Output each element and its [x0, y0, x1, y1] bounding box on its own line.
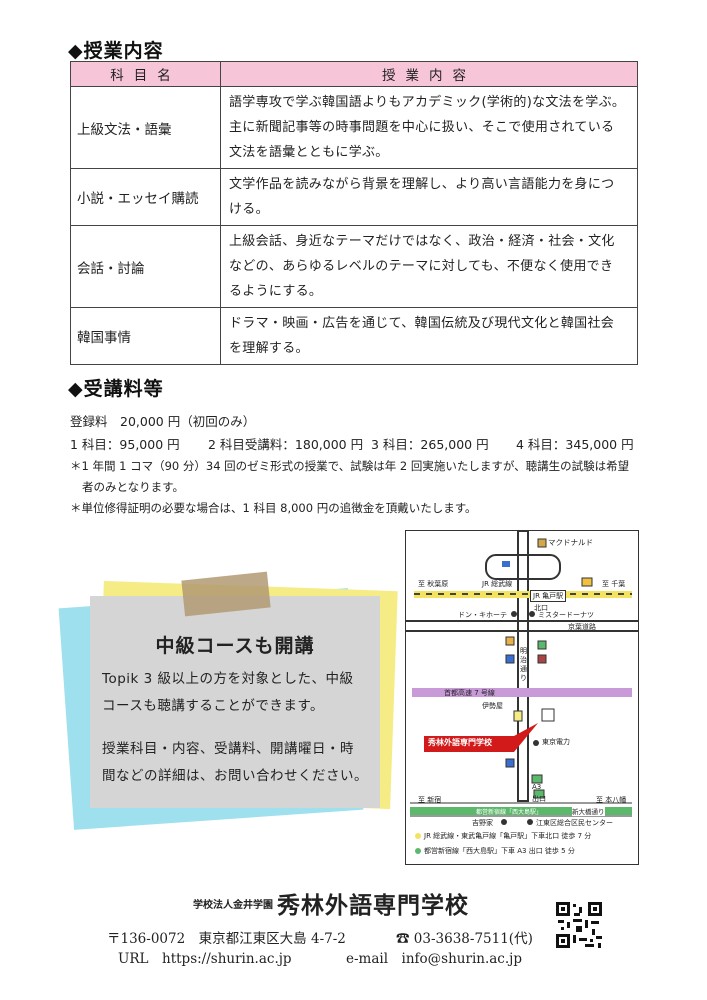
access-map: マクドナルド 至 秋葉原 至 千葉 JR 総武線 JR 亀戸駅 北口 ドン・キホ… [405, 530, 639, 865]
note-line: ＊1 年間 1 コマ（90 分）34 回のゼミ形式の授業で、試験は年 2 回実施… [70, 459, 630, 473]
toei-station-label: 都営新宿線「西大島駅」 [476, 809, 543, 816]
content-line: 上級会話、身近なテーマだけではなく、政治・経済・社会・文化 [229, 234, 615, 249]
shinjuku-label: 至 新宿 [418, 796, 442, 804]
subject-cell: 上級文法・語彙 [70, 86, 221, 169]
donki-label: ドン・キホーテ [458, 611, 507, 619]
card-line: Topik 3 級以上の方を対象とした、中級 [102, 671, 354, 687]
intermediate-course-card: 中級コースも開講 Topik 3 級以上の方を対象とした、中級 コースも聴講する… [90, 596, 380, 808]
akihabara-label: 至 秋葉原 [418, 580, 449, 588]
card-paragraph-2: 授業科目・内容、受講料、開講曜日・時 間などの詳細は、お問い合わせください。 [102, 736, 377, 790]
content-line: ドラマ・映画・広告を通じて、韓国伝統及び現代文化と韓国社会 [229, 316, 615, 331]
meiji-dori-label: 明治通り [520, 647, 527, 682]
motoyawata-label: 至 本八幡 [596, 796, 627, 804]
course-table: 科目名 授業内容 上級文法・語彙 語学専攻で学ぶ韓国語よりもアカデミック(学術的… [70, 61, 638, 365]
fee-notes: ＊1 年間 1 コマ（90 分）34 回のゼミ形式の授業で、試験は年 2 回実施… [70, 456, 650, 519]
telephone: ☎ 03-3638-7511(代) [396, 931, 533, 947]
exit-label: 出口 [532, 795, 546, 803]
subject-cell: 韓国事情 [70, 307, 221, 365]
isetan-label: 伊勢屋 [482, 702, 503, 710]
shin-ohashi-label: 新大橋通り [572, 806, 605, 816]
fee-item-1: 1 科目：95,000 円 [70, 437, 180, 452]
content-line: 語学専攻で学ぶ韓国語よりもアカデミック(学術的)な文法を学ぶ。 [229, 95, 626, 110]
table-row: 会話・討論 上級会話、身近なテーマだけではなく、政治・経済・社会・文化 などの、… [70, 225, 638, 308]
email-address[interactable]: e-mail info@shurin.ac.jp [346, 951, 522, 967]
fee-section-heading: ◆受講料等 [68, 378, 164, 400]
chiba-label: 至 千葉 [602, 580, 626, 588]
table-row: 上級文法・語彙 語学専攻で学ぶ韓国語よりもアカデミック(学術的)な文法を学ぶ。 … [70, 86, 638, 169]
card-title: 中級コースも開講 [155, 635, 315, 657]
table-row: 韓国事情 ドラマ・映画・広告を通じて、韓国伝統及び現代文化と韓国社会 を理解する… [70, 307, 638, 365]
fee-item-3: 3 科目：265,000 円 [371, 437, 489, 452]
content-line: などの、あらゆるレベルのテーマに対しても、不便なく使用でき [229, 259, 614, 274]
map-drawing [406, 531, 638, 854]
subject-cell: 小説・エッセイ購読 [70, 168, 221, 226]
jr-kameido-label: JR 亀戸駅 [530, 590, 567, 602]
jr-sobu-label: JR 総武線 [482, 580, 513, 588]
mcdonalds-label: マクドナルド [548, 538, 593, 547]
card-line: 授業科目・内容、受講料、開講曜日・時 [102, 741, 354, 757]
yoshinoya-label: 吉野家 [472, 819, 493, 827]
content-cell: 上級会話、身近なテーマだけではなく、政治・経済・社会・文化 などの、あらゆるレベ… [220, 225, 638, 308]
website-url[interactable]: URL https://shurin.ac.jp [118, 951, 292, 967]
shuto-label: 首都高速 7 号線 [444, 689, 495, 697]
access-toei: 都営新宿線「西大島駅」下車 A3 出口 徒歩 5 分 [424, 847, 575, 855]
keiyo-road-label: 京葉道路 [568, 623, 596, 631]
address: 〒136-0072 東京都江東区大島 4-7-2 [107, 931, 346, 947]
card-line: 間などの詳細は、お問い合わせください。 [102, 768, 368, 784]
fee-item-4: 4 科目：345,000 円 [516, 437, 634, 452]
content-line: を理解する。 [229, 341, 309, 356]
header-content: 授業内容 [220, 61, 638, 87]
subject-cell: 会話・討論 [70, 225, 221, 308]
a3-label: A3 [532, 783, 542, 791]
school-label: 秀林外語専門学校 [428, 738, 492, 747]
table-row: 小説・エッセイ購読 文学作品を読みながら背景を理解し、より高い言語能力を身につ … [70, 168, 638, 226]
content-line: 文法を語彙とともに学ぶ。 [229, 145, 389, 160]
note-line: 者のみとなります。 [82, 480, 185, 494]
content-line: るようにする。 [229, 284, 323, 299]
content-cell: 語学専攻で学ぶ韓国語よりもアカデミック(学術的)な文法を学ぶ。 主に新聞記事等の… [220, 86, 638, 169]
qr-code-icon [556, 902, 602, 948]
content-line: 主に新聞記事等の時事問題を中心に扱い、そこで使用されている [229, 120, 615, 135]
content-cell: 文学作品を読みながら背景を理解し、より高い言語能力を身につ ける。 [220, 168, 638, 226]
school-name: 秀林外語専門学校 [277, 892, 469, 919]
access-jr: JR 総武線・東武亀戸線「亀戸駅」下車北口 徒歩 7 分 [424, 832, 592, 840]
content-line: ける。 [229, 202, 269, 217]
fee-item-2: 2 科目受講料：180,000 円 [208, 437, 364, 452]
misdo-label: ミスタードーナツ [538, 611, 594, 619]
content-line: 文学作品を読みながら背景を理解し、より高い言語能力を身につ [229, 177, 615, 192]
header-subject: 科目名 [70, 61, 221, 87]
registration-fee: 登録料 20,000 円（初回のみ） [70, 414, 256, 429]
card-paragraph-1: Topik 3 級以上の方を対象とした、中級 コースも聴講することができます。 [102, 666, 377, 720]
content-cell: ドラマ・映画・広告を通じて、韓国伝統及び現代文化と韓国社会 を理解する。 [220, 307, 638, 365]
koto-center-label: 江東区総合区民センター [536, 819, 613, 827]
course-section-heading: ◆授業内容 [68, 40, 164, 62]
corp-name: 学校法人金井学園 [193, 900, 273, 911]
card-line: コースも聴講することができます。 [102, 698, 324, 714]
tepco-label: 東京電力 [542, 738, 570, 746]
kitaguchi-label: 北口 [534, 604, 548, 612]
note-line: ＊単位修得証明の必要な場合は、1 科目 8,000 円の追徴金を頂戴いたします。 [70, 501, 477, 515]
table-header-row: 科目名 授業内容 [70, 61, 638, 87]
